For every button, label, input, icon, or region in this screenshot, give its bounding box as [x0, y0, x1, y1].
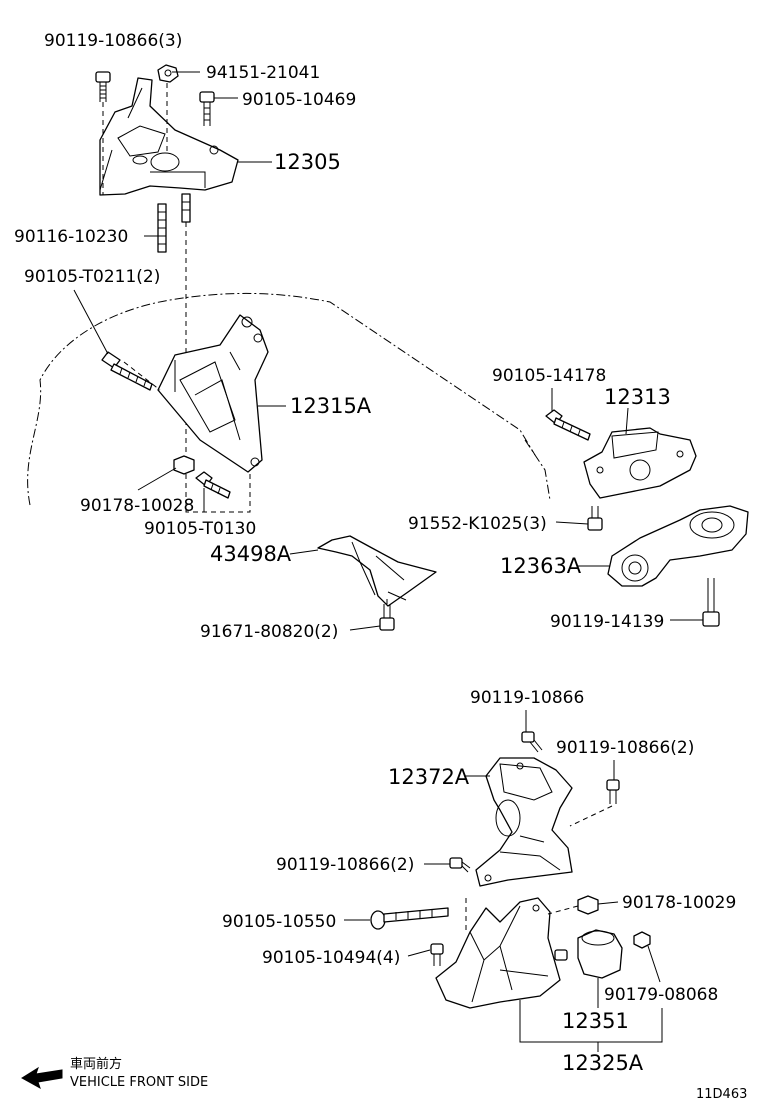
- diagram-code: 11D463: [696, 1087, 747, 1102]
- dash-12372A: [569, 805, 613, 827]
- torque-rod-12363A: [607, 505, 749, 587]
- bolt-90105-10469: [199, 91, 215, 126]
- studs-90116-10230: [157, 193, 191, 253]
- label-90119-10866: 90119-10866: [470, 688, 584, 708]
- mount-12351: [577, 929, 623, 979]
- label-12325A: 12325A: [562, 1051, 644, 1075]
- bolts-90105-10494-4: [430, 943, 568, 966]
- nut-90178-10029: [577, 895, 599, 915]
- label-12372A: 12372A: [388, 765, 470, 789]
- front-label-japanese: 車両前方: [70, 1056, 122, 1072]
- arrow-left-icon: [21, 1066, 63, 1090]
- label-90105-10550: 90105-10550: [222, 912, 336, 932]
- label-90105-T0130: 90105-T0130: [144, 519, 256, 539]
- label-90105-14178: 90105-14178: [492, 366, 606, 386]
- mount-12372A: [475, 757, 573, 887]
- bolt-90119-10866-2-right: [606, 779, 620, 804]
- bolt-90105-T0130: [195, 471, 231, 499]
- engine-body-outline: [27, 292, 536, 506]
- bolt-91671-80820: [379, 604, 395, 631]
- label-91552-K1025-3: 91552-K1025(3): [408, 514, 547, 534]
- dash-lower-2: [547, 905, 579, 915]
- label-90119-10866-2-left: 90119-10866(2): [276, 855, 414, 875]
- upper-mount-12305: [99, 77, 239, 196]
- bolt-90119-10866-top: [521, 731, 543, 753]
- bolt-90119-10866-2-left: [449, 857, 471, 873]
- label-43498A: 43498A: [210, 542, 292, 566]
- leader-lines: [73, 71, 703, 1052]
- label-12313: 12313: [604, 385, 671, 409]
- label-12351: 12351: [562, 1009, 629, 1033]
- bolt-90105-10550: [370, 907, 449, 930]
- nut-90178-10028: [173, 455, 195, 475]
- label-94151-21041: 94151-21041: [206, 63, 320, 83]
- label-90119-10866-3: 90119-10866(3): [44, 31, 182, 51]
- label-90119-14139: 90119-14139: [550, 612, 664, 632]
- nut-94151-21041: [157, 64, 179, 83]
- label-90105-T0211-2: 90105-T0211(2): [24, 267, 160, 287]
- dash-bracket: [123, 361, 161, 391]
- front-label-english: VEHICLE FRONT SIDE: [70, 1075, 208, 1090]
- label-90105-10469: 90105-10469: [242, 90, 356, 110]
- label-90178-10028: 90178-10028: [80, 496, 194, 516]
- label-90119-10866-2-right: 90119-10866(2): [556, 738, 694, 758]
- label-90116-10230: 90116-10230: [14, 227, 128, 247]
- label-90179-08068: 90179-08068: [604, 985, 718, 1005]
- mount-12313: [583, 427, 697, 499]
- label-91671-80820-2: 91671-80820(2): [200, 622, 338, 642]
- label-12363A: 12363A: [500, 554, 582, 578]
- vehicle-front-indicator: 車両前方 VEHICLE FRONT SIDE: [21, 1056, 208, 1090]
- label-90178-10029: 90178-10029: [622, 893, 736, 913]
- engine-body-outline-2: [524, 439, 551, 501]
- bolt-90105-T0211: [101, 351, 153, 391]
- bracket-12325A: [435, 897, 561, 1009]
- bolt-91552-K1025-3: [587, 506, 603, 531]
- label-90105-10494-4: 90105-10494(4): [262, 948, 400, 968]
- cover-43498A: [317, 535, 437, 607]
- bracket-12315A: [157, 314, 269, 473]
- bolt-90119-10866-3: [95, 71, 111, 102]
- nut-90179-08068: [633, 931, 651, 949]
- bolt-90105-14178: [545, 409, 591, 441]
- label-12315A: 12315A: [290, 394, 372, 418]
- label-12305: 12305: [274, 150, 341, 174]
- bolt-90119-14139: [702, 578, 720, 627]
